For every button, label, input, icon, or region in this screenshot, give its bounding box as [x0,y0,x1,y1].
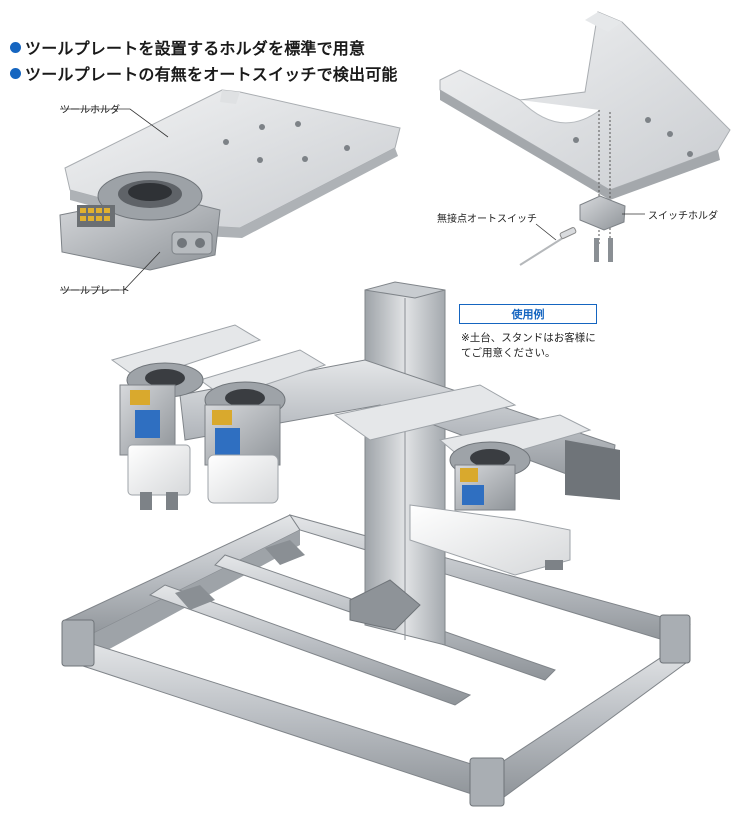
gripper-right [409,441,571,576]
gripper-middle [204,381,286,504]
tool-holder-illustration [59,89,401,271]
leader-line-tool-holder [60,108,169,138]
gripper-left [119,362,204,510]
leader-line-auto-switch [535,223,557,241]
feature-text: ツールプレートを設置するホルダを標準で用意 [25,39,366,58]
feature-bullets: ツールプレートを設置するホルダを標準で用意 ツールプレートの有無をオートスイッチ… [10,34,398,86]
leader-line-tool-plate [60,251,161,291]
frame-illustration [61,281,691,807]
feature-text: ツールプレートの有無をオートスイッチで検出可能 [25,65,398,84]
label-switch-holder: スイッチホルダ [648,211,718,222]
bullet-dot-icon [10,67,21,79]
label-tool-holder: ツールホルダ [60,105,120,116]
usage-note-line: てご用意ください。 [461,347,556,359]
switch-holder-illustration [439,11,731,266]
bullet-dot-icon [10,41,21,53]
usage-note-line: ※土台、スタンドはお客様に [461,332,596,344]
label-tool-plate: ツールプレート [60,286,130,297]
feature-bullet: ツールプレートを設置するホルダを標準で用意 [10,34,398,60]
usage-note: ※土台、スタンドはお客様に てご用意ください。 [461,331,621,361]
label-auto-switch: 無接点オートスイッチ [437,214,537,225]
usage-example-title: 使用例 [459,304,597,324]
feature-bullet: ツールプレートの有無をオートスイッチで検出可能 [10,60,398,86]
